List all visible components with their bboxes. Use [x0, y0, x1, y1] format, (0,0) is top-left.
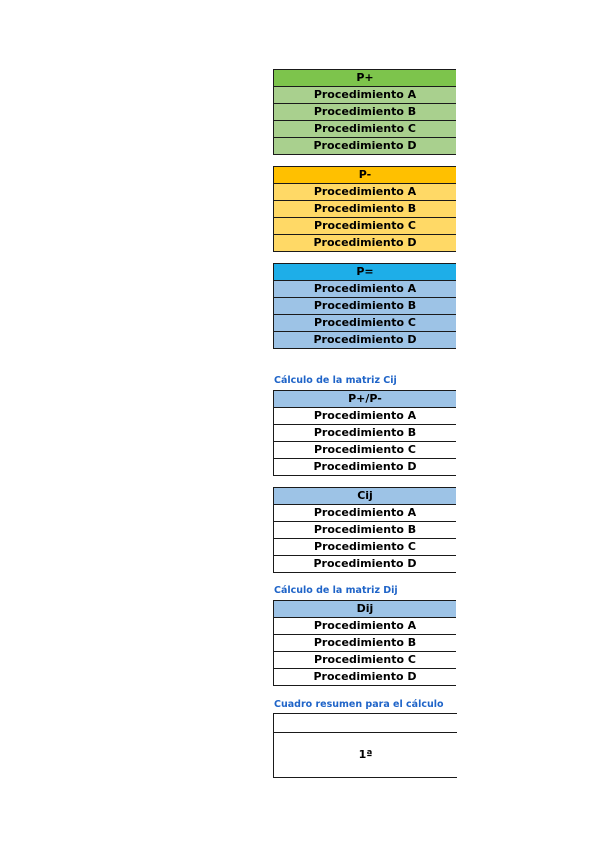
table-row[interactable]: Procedimiento C: [274, 539, 456, 556]
summary-table: 1ª: [273, 713, 457, 778]
table-row[interactable]: Procedimiento D: [274, 138, 456, 154]
table-row[interactable]: Procedimiento D: [274, 556, 456, 572]
table-row[interactable]: Procedimiento C: [274, 218, 456, 235]
p-plus-minus-table: P+/P- Procedimiento A Procedimiento B Pr…: [273, 390, 456, 476]
table-row[interactable]: Procedimiento D: [274, 459, 456, 475]
p-plus-table: P+ Procedimiento A Procedimiento B Proce…: [273, 69, 456, 155]
cij-table: Cij Procedimiento A Procedimiento B Proc…: [273, 487, 456, 573]
p-minus-header[interactable]: P-: [274, 167, 456, 184]
dij-header[interactable]: Dij: [274, 601, 456, 618]
summary-header-cell[interactable]: [274, 714, 457, 733]
table-row[interactable]: Procedimiento B: [274, 298, 456, 315]
p-equal-table: P= Procedimiento A Procedimiento B Proce…: [273, 263, 456, 349]
table-row[interactable]: Procedimiento B: [274, 104, 456, 121]
table-row[interactable]: Procedimiento A: [274, 87, 456, 104]
caption-summary: Cuadro resumen para el cálculo: [274, 699, 444, 710]
p-plus-minus-header[interactable]: P+/P-: [274, 391, 456, 408]
p-equal-header[interactable]: P=: [274, 264, 456, 281]
dij-table: Dij Procedimiento A Procedimiento B Proc…: [273, 600, 456, 686]
table-row[interactable]: Procedimiento A: [274, 281, 456, 298]
table-row[interactable]: Procedimiento B: [274, 635, 456, 652]
table-row[interactable]: Procedimiento B: [274, 522, 456, 539]
table-row[interactable]: Procedimiento A: [274, 505, 456, 522]
p-plus-header[interactable]: P+: [274, 70, 456, 87]
caption-dij: Cálculo de la matriz Dij: [274, 585, 398, 596]
table-row[interactable]: Procedimiento A: [274, 184, 456, 201]
table-row[interactable]: Procedimiento D: [274, 332, 456, 348]
table-row[interactable]: Procedimiento C: [274, 652, 456, 669]
table-row[interactable]: Procedimiento C: [274, 315, 456, 332]
cij-header[interactable]: Cij: [274, 488, 456, 505]
table-row[interactable]: Procedimiento A: [274, 618, 456, 635]
table-row[interactable]: Procedimiento B: [274, 425, 456, 442]
table-row[interactable]: Procedimiento D: [274, 669, 456, 685]
table-row[interactable]: Procedimiento C: [274, 121, 456, 138]
summary-rank-cell[interactable]: 1ª: [358, 748, 373, 761]
table-row[interactable]: Procedimiento A: [274, 408, 456, 425]
table-row[interactable]: Procedimiento B: [274, 201, 456, 218]
table-row[interactable]: Procedimiento D: [274, 235, 456, 251]
table-row[interactable]: Procedimiento C: [274, 442, 456, 459]
caption-cij: Cálculo de la matriz Cij: [274, 375, 397, 386]
p-minus-table: P- Procedimiento A Procedimiento B Proce…: [273, 166, 456, 252]
